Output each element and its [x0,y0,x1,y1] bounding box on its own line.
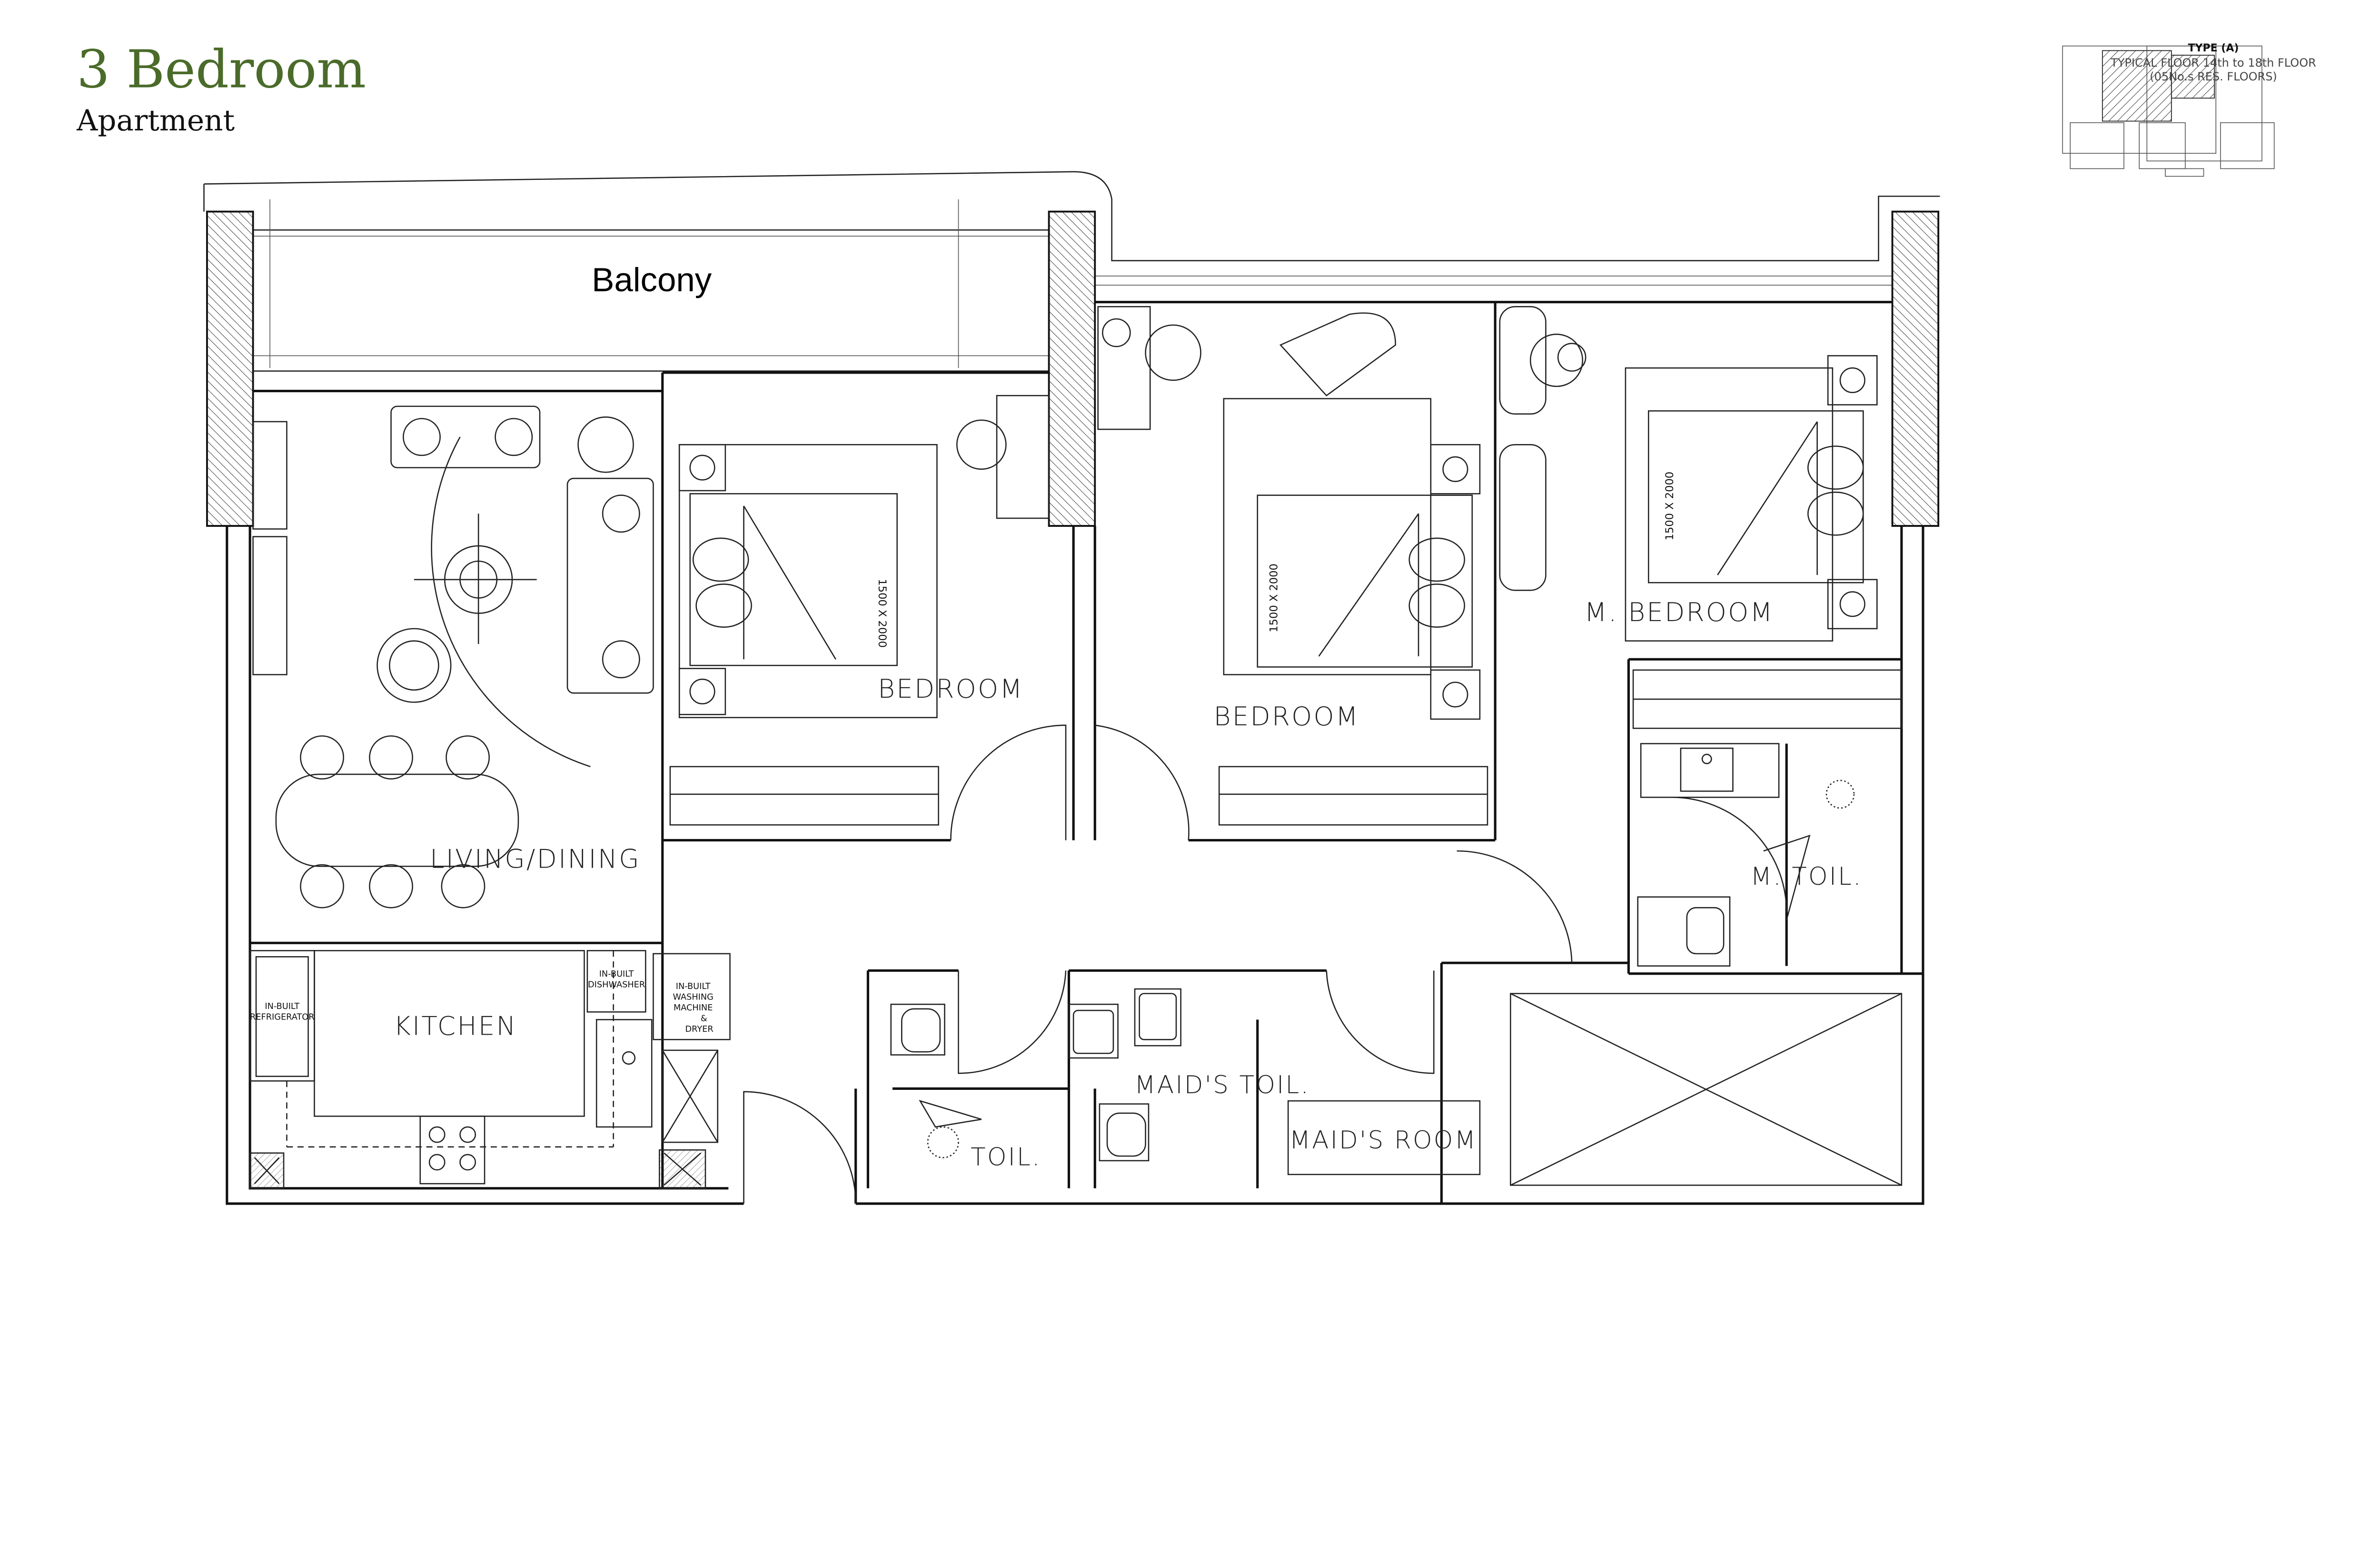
balcony: Balcony [203,171,1940,372]
washer-label-line: & [701,1014,707,1024]
dishwasher-label-line: IN-BUILT [599,969,634,979]
living-furniture [252,405,654,909]
page-title: 3 Bedroom [77,39,366,100]
bed-size-bedroom-2: 1500 X 2000 [1268,563,1280,633]
washer-label-line: MACHINE [674,1003,713,1013]
room-label-toilet: TOIL. [971,1143,1041,1171]
key-plan-note: (05No.s RES. FLOORS) [2150,70,2277,84]
bed-size-master-bedroom: 1500 X 2000 [1664,472,1676,541]
doors [743,724,1811,1204]
room-label-master-toilet: M. TOIL. [1750,862,1862,891]
washer-dryer-label: IN-BUILT WASHING MACHINE & DRYER [673,982,713,1034]
washer-label-line: IN-BUILT [676,982,711,991]
page-subtitle: Apartment [76,104,235,138]
refrigerator-label-line: REFRIGERATOR [250,1012,314,1022]
refrigerator-label: IN-BUILT REFRIGERATOR [250,1002,314,1022]
column [206,210,254,527]
room-label-living-dining: LIVING/DINING [430,843,641,874]
master-bedroom-furniture [1499,306,1903,729]
bedroom-1-furniture [669,395,1050,826]
floor-plan-page: 3 Bedroom Apartment Balcony [76,39,2316,1205]
kitchen-fixtures [249,950,731,1189]
floor-plan: 3 Bedroom Apartment Balcony [76,39,2275,1205]
room-label-balcony: Balcony [592,261,712,299]
dishwasher-label: IN-BUILT DISHWASHER [588,969,645,990]
refrigerator-label-line: IN-BUILT [265,1002,299,1011]
column [1891,210,1940,527]
master-toilet-fixtures [1637,743,1855,967]
room-label-maids-room: MAID'S ROOM [1289,1126,1478,1155]
key-plan-floors: TYPICAL FLOOR 14th to 18th FLOOR [2111,56,2316,69]
key-plan-type: TYPE (A) [2188,42,2239,55]
room-label-bedroom-1: BEDROOM [878,673,1024,704]
washer-label-line: DRYER [685,1025,714,1034]
room-label-master-bedroom: M. BEDROOM [1585,597,1774,627]
room-label-bedroom-2: BEDROOM [1214,701,1360,731]
service-fixtures [890,988,1903,1186]
bedroom-2-furniture [1097,306,1488,826]
room-label-kitchen: KITCHEN [394,1011,517,1041]
key-plan [2062,45,2275,177]
bed-size-bedroom-1: 1500 X 2000 [876,579,888,648]
room-label-maids-toilet: MAID'S TOIL. [1134,1071,1310,1099]
dishwasher-label-line: DISHWASHER [588,980,645,990]
column [1048,210,1096,527]
washer-label-line: WASHING [673,993,713,1002]
